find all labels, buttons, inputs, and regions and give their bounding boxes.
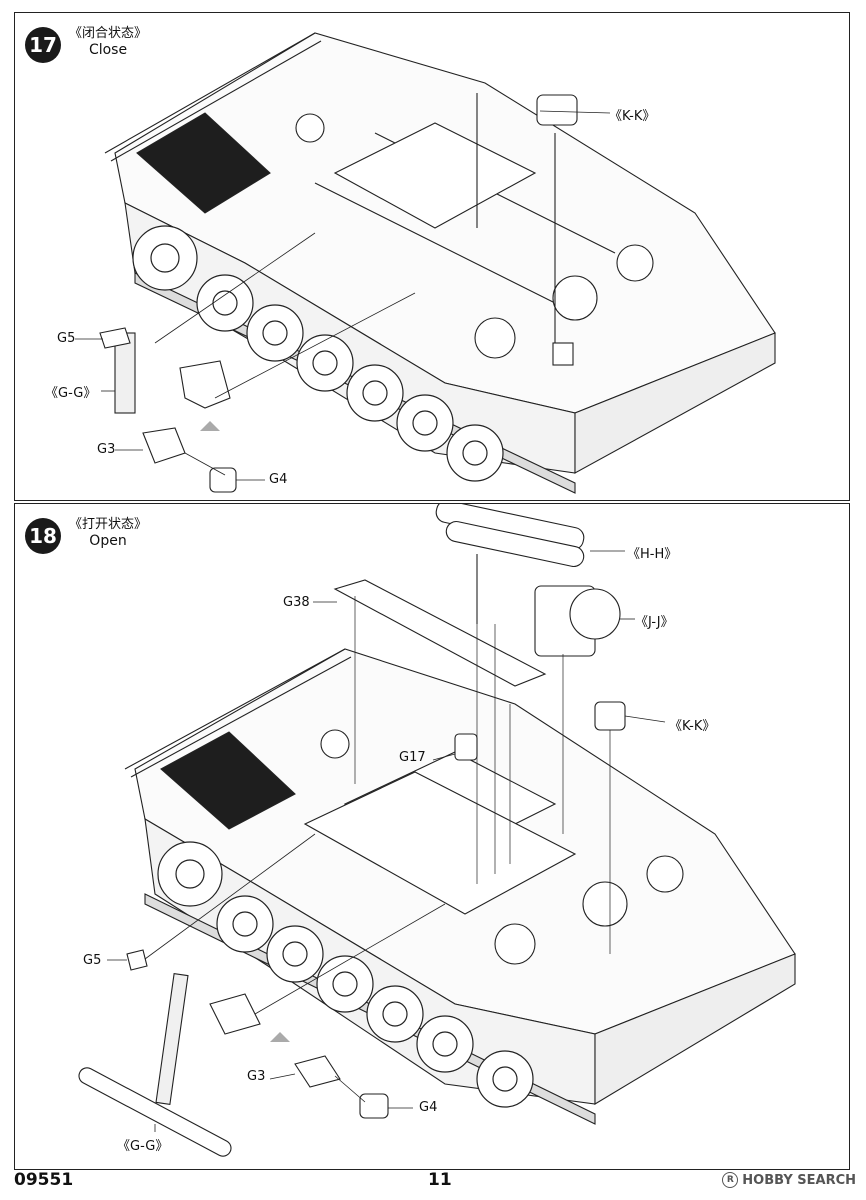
product-code: 09551 [14, 1170, 74, 1190]
step-18-title-zh: 《打开状态》 [69, 517, 148, 532]
step-17-label-g5: G5 [57, 331, 76, 346]
step-18-title-en: Open [89, 533, 127, 549]
step-18-panel: 18 《打开状态》 Open [14, 503, 850, 1170]
step-17-title: 《闭合状态》 Close [69, 25, 147, 59]
step-18-label-g5: G5 [83, 953, 102, 968]
registered-mark-icon: R [722, 1172, 739, 1188]
step-18-label-g3: G3 [247, 1069, 266, 1084]
step-18-label-hh: 《H-H》 [627, 547, 678, 562]
step-18-label-g4: G4 [419, 1100, 438, 1115]
step-18-vehicle-drawing [78, 504, 796, 1157]
step-17-label-gg: 《G-G》 [45, 386, 97, 401]
watermark: R HOBBY SEARCH [722, 1172, 856, 1188]
step-18-number: 18 [25, 518, 61, 554]
step-17-label-g4: G4 [269, 472, 288, 487]
step-17-title-en: Close [88, 42, 128, 58]
step-17-vehicle-drawing [75, 32, 776, 494]
step-18-label-jj: 《J-J》 [635, 615, 674, 630]
step-18-label-g38: G38 [283, 595, 310, 610]
step-17-label-kk: 《K-K》 [609, 109, 656, 124]
step-18-title: 《打开状态》 Open [69, 516, 147, 550]
step-17-title-zh: 《闭合状态》 [69, 26, 148, 41]
step-17-panel: 17 《闭合状态》 Close [14, 12, 850, 501]
step-18-label-kk: 《K-K》 [669, 719, 716, 734]
step-17-number: 17 [25, 27, 61, 63]
watermark-text: HOBBY SEARCH [742, 1172, 856, 1188]
step-18-label-gg: 《G-G》 [117, 1139, 169, 1154]
step-17-label-g3: G3 [97, 442, 116, 457]
step-18-label-g17: G17 [399, 750, 426, 765]
page-number: 11 [428, 1170, 452, 1190]
